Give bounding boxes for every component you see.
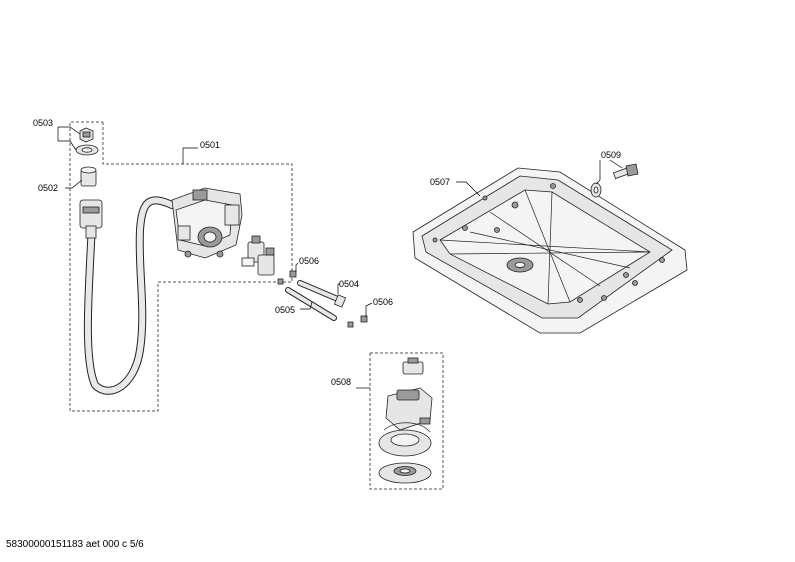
solenoid-valves (241, 235, 275, 276)
label-0505: 0505 (275, 305, 295, 315)
label-0506-lower: 0506 (373, 297, 393, 307)
screw-0509 (612, 163, 639, 180)
inlet-hose (83, 196, 176, 395)
hose-coupling (79, 199, 103, 239)
washer-0509 (590, 182, 602, 198)
label-0507: 0507 (430, 177, 450, 187)
inlet-hose-valve-assembly (69, 121, 293, 412)
document-id: 58300000151183 aet 000 c 5/6 (6, 539, 144, 550)
label-0509: 0509 (601, 150, 621, 160)
label-0502: 0502 (38, 183, 58, 193)
label-0504: 0504 (339, 279, 359, 289)
tube-0504 (297, 280, 347, 308)
tube-0505 (285, 287, 337, 321)
seal-ring-0503 (75, 144, 99, 156)
sleeve-0502 (80, 166, 97, 187)
label-0508: 0508 (331, 377, 351, 387)
group-boundary-0508 (369, 352, 444, 490)
part-labels: 0501 0503 0502 0506 0504 0505 0506 0507 … (33, 118, 621, 387)
leader-lines (57, 126, 623, 389)
hose-clip-0506-upper (277, 270, 297, 285)
cap-nut-0503 (79, 127, 94, 143)
label-0501: 0501 (200, 140, 220, 150)
base-plate-0507 (412, 167, 688, 334)
hose-clip-0506-lower (347, 315, 368, 328)
label-0503: 0503 (33, 118, 53, 128)
water-valve-block (171, 187, 243, 259)
pump-assembly-0508 (369, 352, 444, 490)
label-0506-upper: 0506 (299, 256, 319, 266)
group-boundary-0501 (69, 121, 293, 412)
